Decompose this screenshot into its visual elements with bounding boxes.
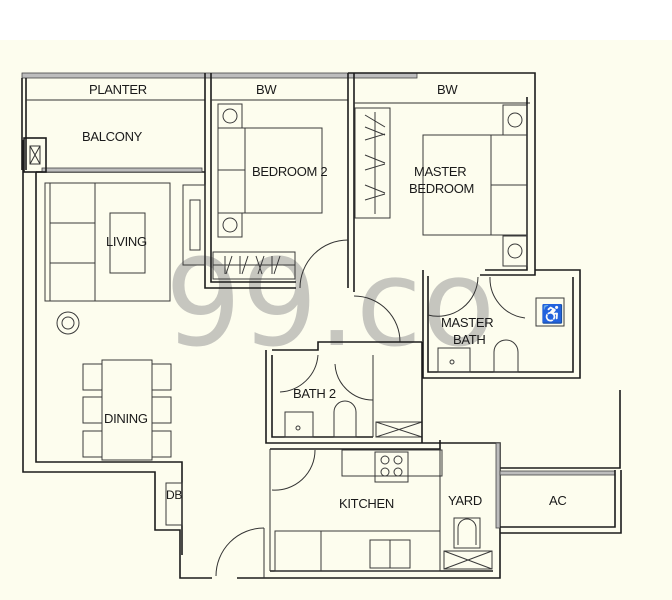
master-bedroom-door[interactable] [353,295,401,343]
label-kitchen: KITCHEN [339,496,394,511]
living-area [44,182,206,335]
label-bath-2: BATH 2 [293,386,336,401]
plan-background [0,40,672,600]
label-living: LIVING [106,234,147,249]
bath2-door[interactable] [279,354,319,393]
main-entrance-door[interactable] [215,527,265,577]
label-planter: PLANTER [89,82,147,97]
master-bath-door[interactable] [427,276,479,317]
label-yard: YARD [448,493,482,508]
label-balcony: BALCONY [82,129,143,144]
balcony-sliding-door[interactable] [41,167,203,173]
master-bath: ♿ [422,269,581,379]
label-master-bedroom-2: BEDROOM [409,181,474,196]
watermark: 99.co [165,235,495,374]
bedroom2-door[interactable] [299,239,349,289]
label-ac: AC [549,493,566,508]
label-bw-left: BW [256,82,277,97]
label-master-bath-2: BATH [453,332,486,347]
dining-area [82,359,172,461]
label-dining: DINING [104,411,148,426]
bath-2 [265,341,441,444]
label-master-bedroom-1: MASTER [414,164,466,179]
label-db: DB [166,488,182,502]
yard [443,442,501,570]
kitchen-door[interactable] [271,449,316,491]
ac-ledge [499,470,622,534]
label-bw-right: BW [437,82,458,97]
bedroom-2 [204,73,355,292]
label-bedroom-2: BEDROOM 2 [252,164,327,179]
db-cabinet [165,482,183,526]
master-bedroom [348,72,536,343]
label-master-bath-1: MASTER [441,315,493,330]
accessibility-icon: ♿ [541,303,563,324]
